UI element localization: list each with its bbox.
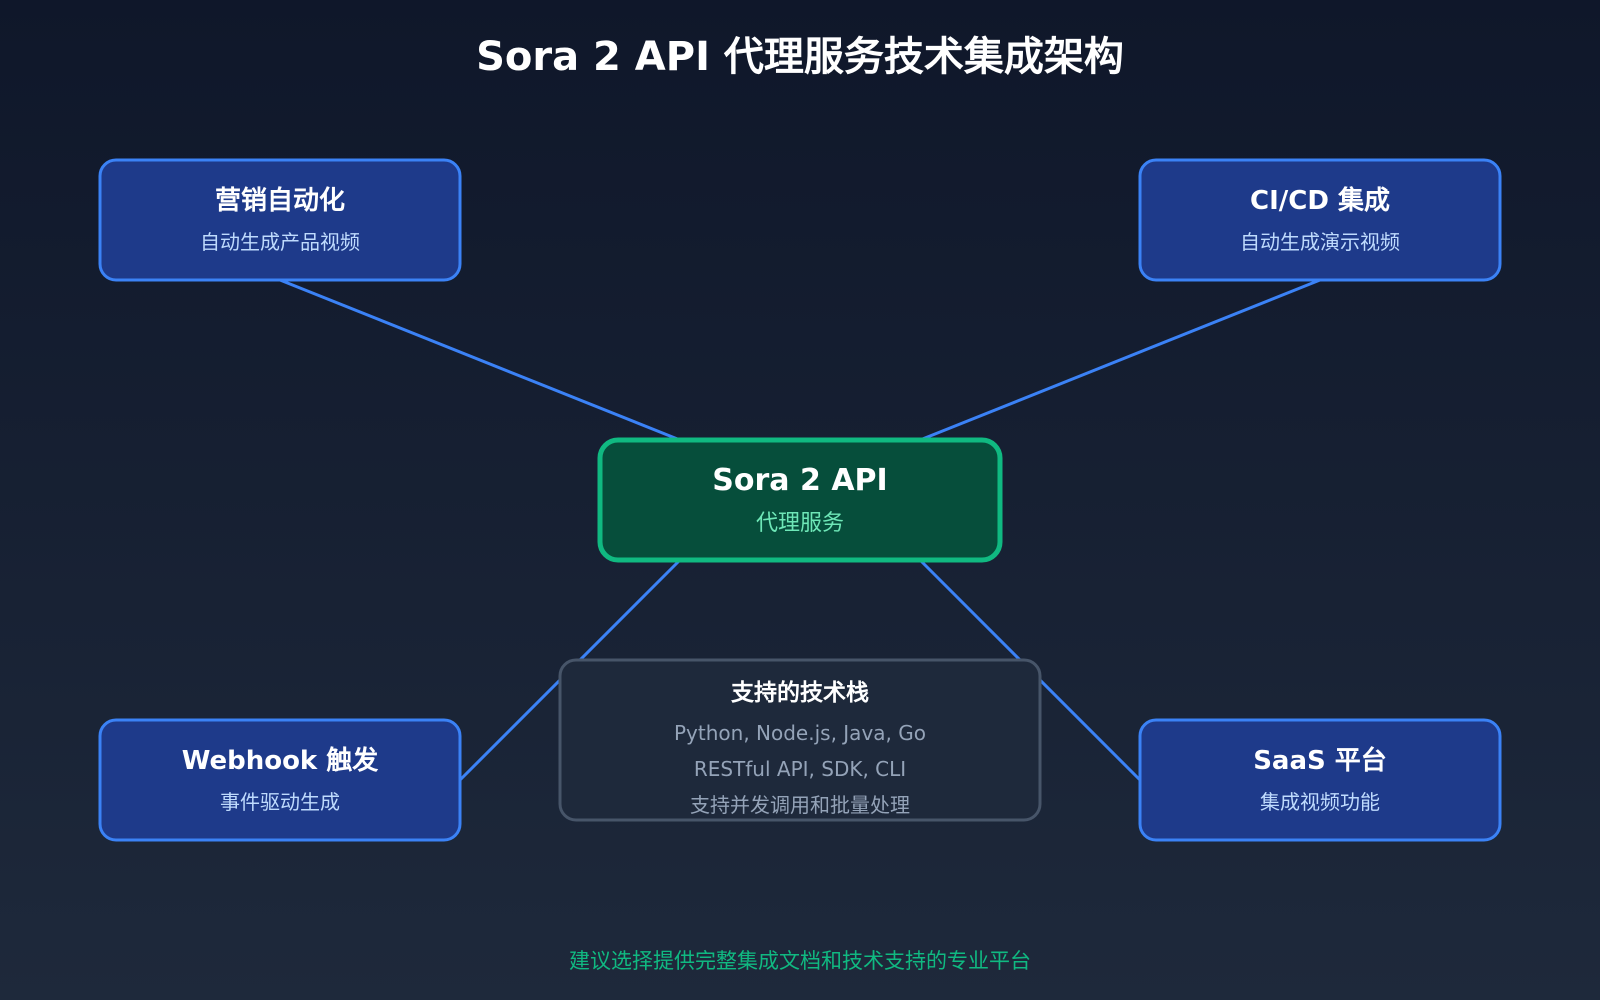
node-title: Webhook 触发 xyxy=(182,745,379,776)
node-subtitle: 事件驱动生成 xyxy=(220,790,340,814)
node-subtitle: 自动生成产品视频 xyxy=(200,230,360,254)
tech-stack-title: 支持的技术栈 xyxy=(730,679,869,706)
node-marketing: 营销自动化 自动生成产品视频 xyxy=(98,158,462,282)
node-webhook: Webhook 触发 事件驱动生成 xyxy=(98,718,462,842)
node-cicd: CI/CD 集成 自动生成演示视频 xyxy=(1138,158,1502,282)
node-subtitle: 自动生成演示视频 xyxy=(1240,230,1400,254)
node-saas: SaaS 平台 集成视频功能 xyxy=(1138,718,1502,842)
center-title: Sora 2 API xyxy=(712,463,887,498)
tech-stack-line: Python, Node.js, Java, Go xyxy=(674,721,926,745)
center-subtitle: 代理服务 xyxy=(756,511,844,536)
node-title: SaaS 平台 xyxy=(1253,745,1387,776)
tech-stack-box: 支持的技术栈 Python, Node.js, Java, Go RESTful… xyxy=(558,658,1042,822)
center-node: Sora 2 API 代理服务 xyxy=(597,437,1003,563)
page-title: Sora 2 API 代理服务技术集成架构 xyxy=(476,34,1124,80)
footer-note: 建议选择提供完整集成文档和技术支持的专业平台 xyxy=(569,949,1031,973)
tech-stack-line: 支持并发调用和批量处理 xyxy=(690,793,910,817)
connector-cicd xyxy=(919,278,1321,442)
tech-stack-line: RESTful API, SDK, CLI xyxy=(694,757,906,781)
node-subtitle: 集成视频功能 xyxy=(1260,790,1380,814)
node-title: CI/CD 集成 xyxy=(1250,185,1390,216)
node-title: 营销自动化 xyxy=(215,185,345,216)
connector-marketing xyxy=(279,278,681,442)
